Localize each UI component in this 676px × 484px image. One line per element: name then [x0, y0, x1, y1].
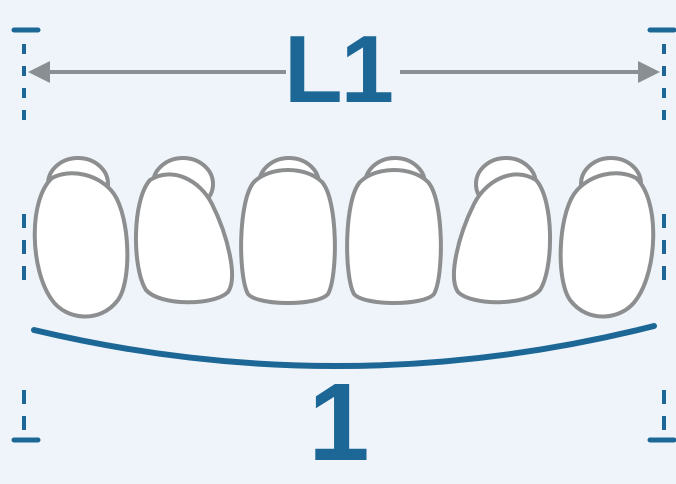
tooth-front-outline [239, 168, 337, 305]
tooth-front-outline [558, 171, 656, 319]
diagram-graphic [11, 27, 676, 443]
tooth-icon [133, 156, 234, 305]
top-measure-label: L1 [283, 16, 394, 123]
tooth-front-outline [133, 172, 234, 305]
arch-curve [31, 323, 657, 369]
arrow-right-head-icon [638, 61, 660, 83]
tooth-front-outline [452, 172, 553, 305]
tooth-icon [345, 156, 443, 305]
tooth-icon [558, 156, 656, 319]
tooth-icon [452, 156, 553, 305]
tooth-front-outline [345, 168, 443, 305]
arrow-left-head-icon [28, 61, 50, 83]
teeth-row [32, 156, 656, 319]
right-measure-marks [647, 27, 676, 443]
width-arrow-icon [28, 61, 660, 83]
tooth-width-diagram: L1 1 [11, 16, 676, 478]
left-measure-marks [11, 27, 41, 443]
bottom-measure-label: 1 [308, 361, 369, 484]
tooth-icon [239, 156, 337, 305]
tooth-front-outline [32, 171, 130, 319]
tooth-icon [32, 156, 130, 319]
